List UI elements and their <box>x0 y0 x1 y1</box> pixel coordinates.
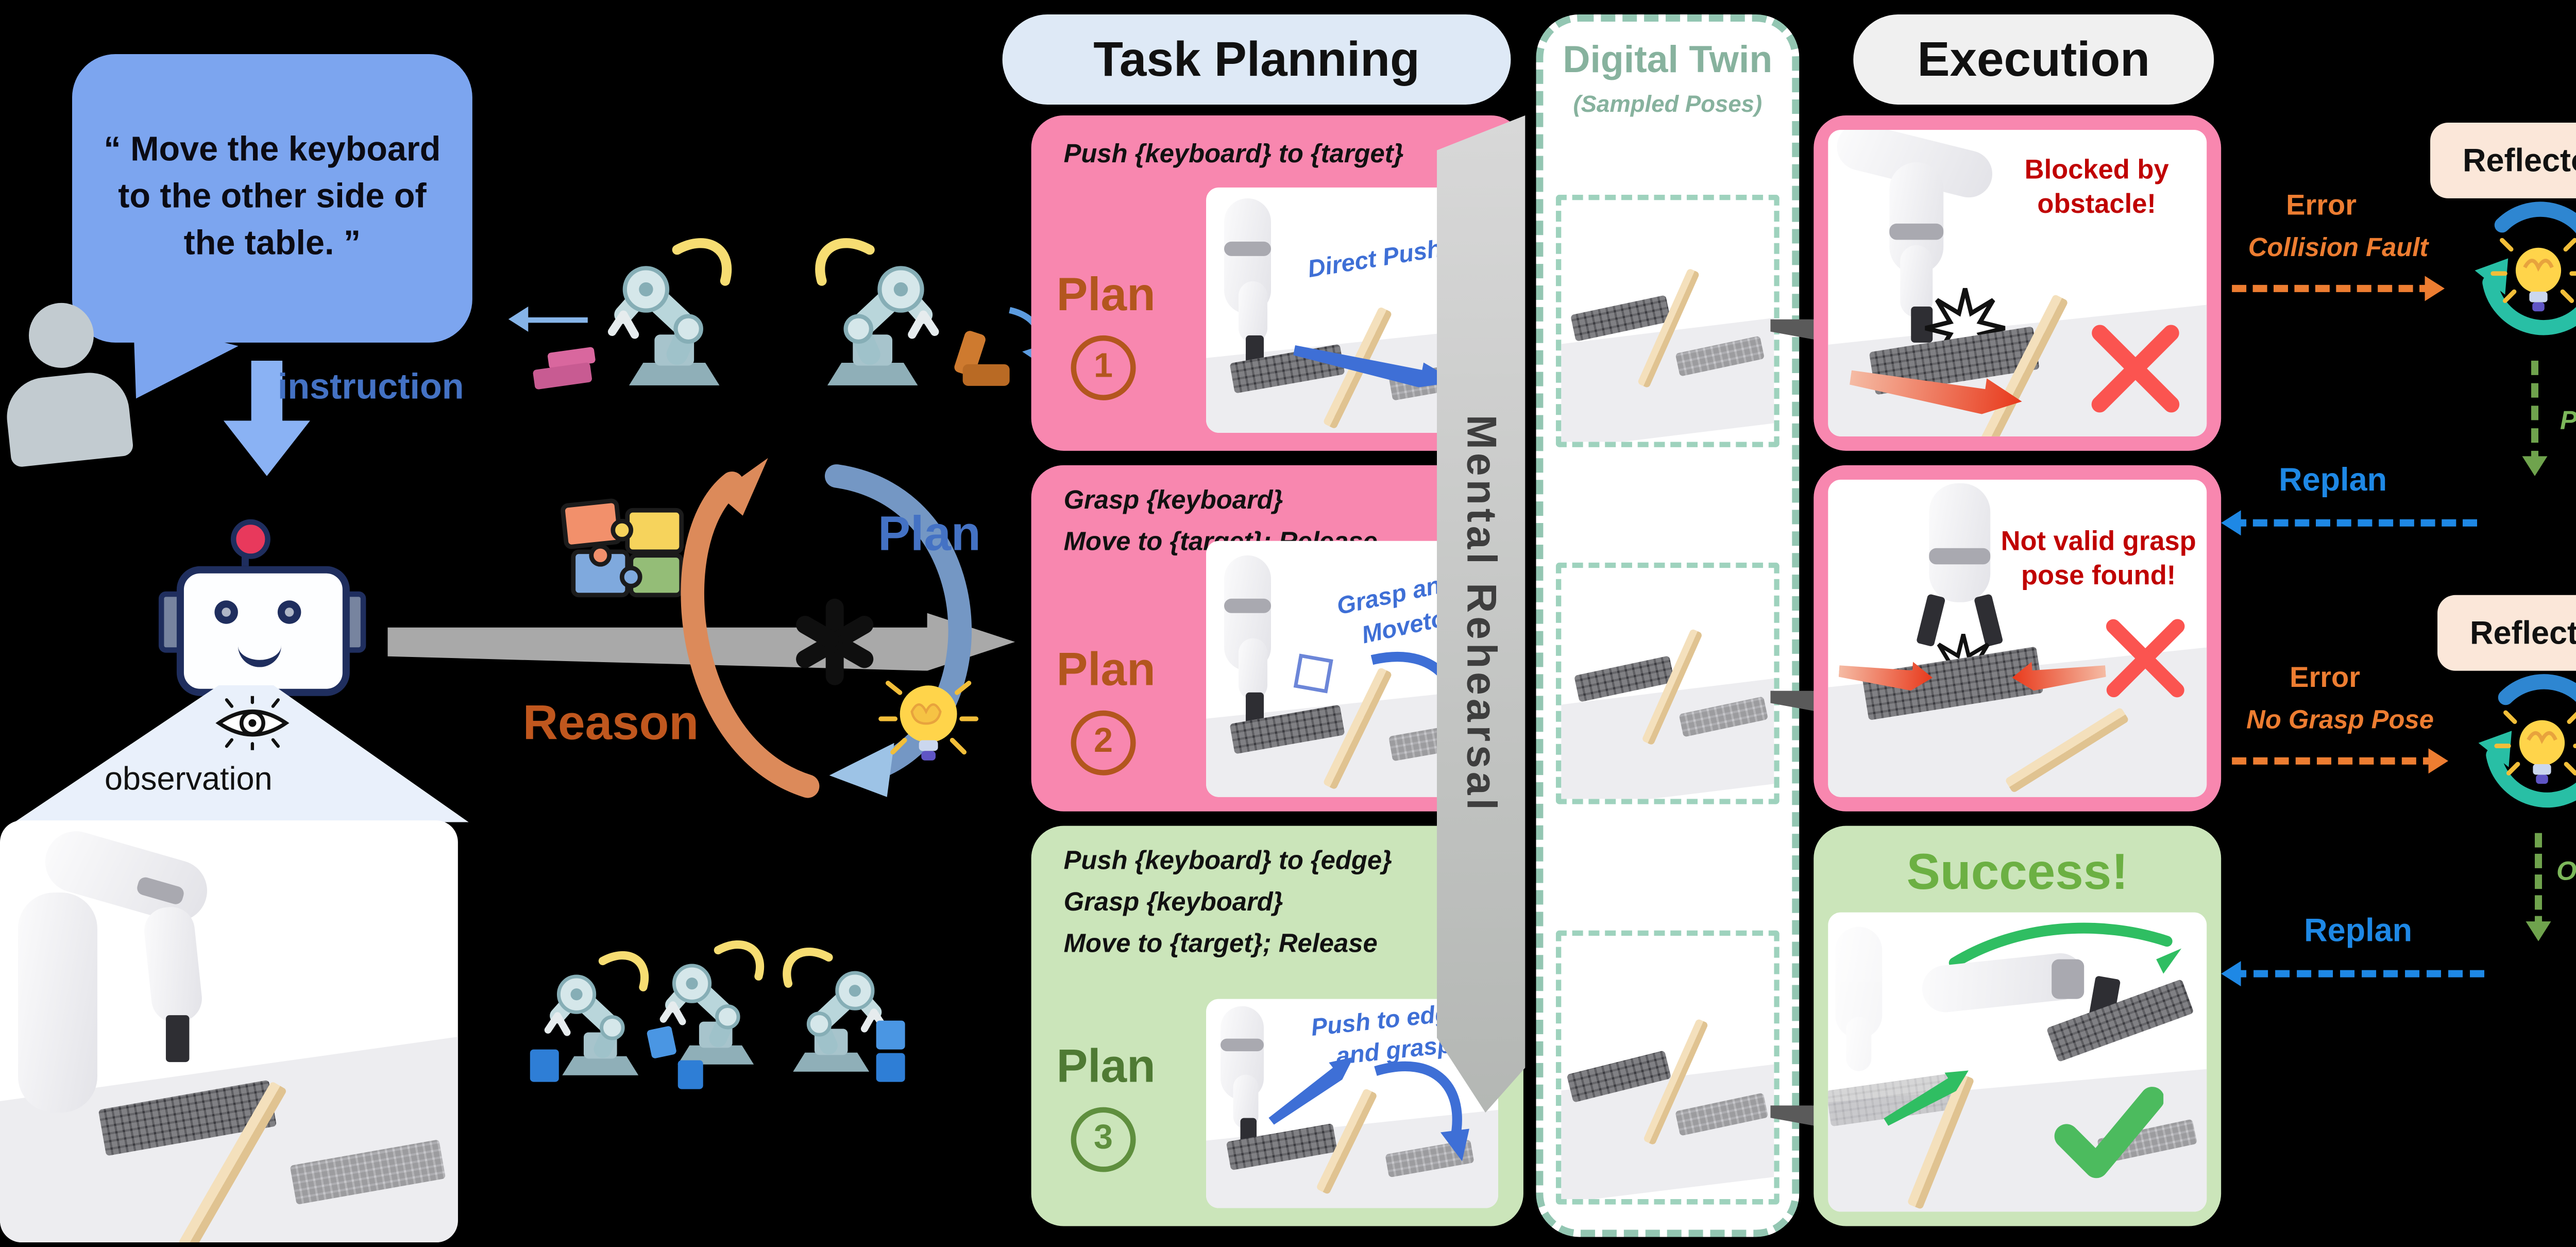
error-arrow-2 <box>2232 748 2449 774</box>
cartoon-arm-left-icon <box>595 227 754 397</box>
eye-icon <box>215 696 290 750</box>
plan-1-step: Push {keyboard} to {target} <box>1063 140 1404 170</box>
brain-bulb-icon <box>878 681 979 761</box>
fail-text-2-line1: Not valid grasp <box>2001 526 2196 558</box>
check-icon <box>2054 1087 2164 1178</box>
execution-card-2: Not valid grasp pose found! <box>1814 465 2222 812</box>
plan-1-annotation: Direct Push <box>1306 234 1444 283</box>
plan-3-step-1: Push {keyboard} to {edge} <box>1063 847 1392 877</box>
red-x-icon-1 <box>2080 314 2189 422</box>
plan-1-number-badge: 1 <box>1071 335 1136 400</box>
blue-box-icon <box>876 1020 905 1050</box>
plan-3-number-badge: 3 <box>1071 1107 1136 1172</box>
twin-pose-3 <box>1555 930 1780 1205</box>
reason-label: Reason <box>522 696 699 750</box>
plan-2-label: Plan <box>1056 642 1156 696</box>
reflector-2-title: Reflector <box>2469 614 2576 650</box>
reason-detail-1: Path Blocked <box>2560 407 2576 436</box>
replan-label-2: Replan <box>2304 912 2413 949</box>
execution-title: Execution <box>1917 31 2150 86</box>
digital-twin-panel: Digital Twin (Sampled Poses) <box>1536 14 1800 1237</box>
reflector-cycle-icon-2 <box>2478 674 2576 808</box>
plan-label: Plan <box>878 507 981 561</box>
error-detail-2: No Grasp Pose <box>2246 706 2434 736</box>
execution-card-1: Blocked by obstacle! <box>1814 115 2222 451</box>
wood-piece-icon <box>952 329 1013 390</box>
plan-3-step-2: Grasp {keyboard} <box>1063 889 1283 918</box>
puzzle-icon <box>561 498 684 598</box>
mental-rehearsal-label: Mental Rehearsal <box>1458 414 1505 814</box>
fail-text-2-line2: pose found! <box>2021 560 2176 591</box>
fail-text-1-line1: Blocked by <box>2024 155 2169 186</box>
plan-1-label: Plan <box>1056 266 1156 321</box>
execution-header: Execution <box>1853 14 2214 105</box>
speech-bubble-text: “ Move the keyboard to the other side of… <box>104 131 441 264</box>
plan-3-grasp-arrow <box>1374 1061 1469 1161</box>
plan-3-step-3: Move to {target}; Release <box>1063 930 1378 959</box>
instruction-label: instruction <box>277 367 464 408</box>
error-label-2: Error <box>2290 663 2361 695</box>
reason-arrow-1 <box>2522 360 2548 476</box>
reason-cycle-arrow-icon <box>681 458 820 798</box>
mental-rehearsal-ribbon: Mental Rehearsal <box>1436 115 1526 1113</box>
plan-3-label: Plan <box>1056 1038 1156 1093</box>
blue-box-icon <box>677 1060 703 1089</box>
person-icon <box>3 299 151 468</box>
fail-text-1-line2: obstacle! <box>2037 189 2156 220</box>
reason-arrow-2 <box>2526 833 2551 941</box>
digital-twin-title: Digital Twin <box>1563 39 1773 81</box>
task-planning-header: Task Planning <box>1002 14 1511 105</box>
reason-detail-2: Object Too Thin <box>2556 858 2576 887</box>
red-x-icon-2 <box>2095 610 2192 707</box>
replan-label-1: Replan <box>2279 461 2387 498</box>
sampled-poses-subtitle: (Sampled Poses) <box>1573 90 1762 117</box>
replan-arrow-2 <box>2221 961 2485 987</box>
reflector-1-title: Reflector <box>2462 141 2576 178</box>
blue-box-icon <box>530 1049 559 1082</box>
plan-3-push-arrow <box>1265 1049 1361 1130</box>
observation-label: observation <box>104 761 273 797</box>
observation-photo <box>0 820 458 1243</box>
task-planning-title: Task Planning <box>1093 31 1420 86</box>
error-label-1: Error <box>2286 191 2357 222</box>
blue-box-icon <box>876 1053 905 1082</box>
success-text: Success! <box>1906 844 2128 900</box>
replan-arrow-1 <box>2221 510 2478 536</box>
plan-2-step-1: Grasp {keyboard} <box>1063 486 1283 516</box>
cartoon-arm-row2-3-icon <box>772 934 891 1086</box>
cartoon-arm-row2-2-icon <box>656 927 775 1079</box>
twin-pose-2 <box>1555 562 1780 804</box>
cartoon-arm-right-icon <box>793 227 952 397</box>
reflector-box-2: Reflector <box>2437 595 2576 671</box>
mini-arrow-left-icon <box>508 306 588 332</box>
agent-robot-icon <box>158 519 366 696</box>
twin-pose-1 <box>1555 194 1780 447</box>
grasp-cube-icon <box>1293 653 1333 694</box>
error-detail-1: Collision Fault <box>2248 234 2429 263</box>
reflector-cycle-icon-1 <box>2475 201 2576 335</box>
lego-bricks-icon <box>532 346 606 390</box>
plan-2-number-badge: 2 <box>1071 710 1136 776</box>
reflector-box-1: Reflector <box>2430 122 2576 198</box>
execution-card-3: Success! <box>1814 825 2222 1226</box>
success-swoosh-icon <box>1948 922 2182 974</box>
plan-card-3: Push {keyboard} to {edge} Grasp {keyboar… <box>1031 825 1523 1226</box>
error-arrow-1 <box>2232 276 2445 301</box>
speech-bubble: “ Move the keyboard to the other side of… <box>72 54 472 343</box>
openai-logo-icon <box>796 598 874 685</box>
